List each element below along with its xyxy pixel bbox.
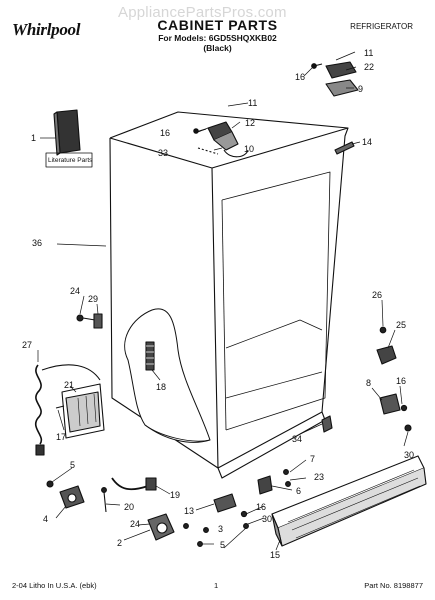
bottom-clip [321, 415, 333, 433]
callout-13: 13 [184, 506, 194, 516]
callout-36: 36 [32, 238, 42, 248]
page-title: CABINET PARTS [157, 17, 278, 33]
callout-21: 21 [64, 380, 74, 390]
callout-8: 8 [366, 378, 371, 388]
print-info: 2-04 Litho In U.S.A. (ebk) [12, 581, 97, 590]
literature-booklet [45, 109, 93, 168]
callout-numbers: 1 2 3 4 5 5 6 7 8 9 10 11 11 12 13 14 15… [22, 48, 414, 560]
whirlpool-logo: Whirlpool [12, 20, 81, 39]
callout-1: 1 [31, 133, 36, 143]
callout-5a: 5 [70, 460, 75, 470]
callout-29: 29 [88, 294, 98, 304]
callout-10: 10 [244, 144, 254, 154]
top-hinge-left [193, 121, 249, 158]
callout-14: 14 [362, 137, 372, 147]
part-number: Part No. 8198877 [364, 581, 423, 590]
callout-20: 20 [124, 502, 134, 512]
callout-33: 33 [158, 148, 168, 158]
rear-roller [147, 513, 189, 541]
callout-18: 18 [156, 382, 166, 392]
bottom-hinge-right [376, 326, 397, 365]
callout-2: 2 [117, 538, 122, 548]
callout-23: 23 [314, 472, 324, 482]
left-bracket-screws [76, 313, 103, 329]
wire-harness [101, 477, 157, 513]
callout-16a: 16 [295, 72, 305, 82]
callout-leaders [37, 51, 409, 551]
callout-16c: 16 [396, 376, 406, 386]
callout-4: 4 [43, 514, 48, 524]
callout-16b: 16 [160, 128, 170, 138]
front-roller-left [46, 480, 85, 509]
callout-3: 3 [218, 524, 223, 534]
toe-grille [271, 455, 427, 547]
model-number: For Models: 6GD5SHQXKB02 [158, 33, 277, 43]
callout-12: 12 [245, 118, 255, 128]
page-number: 1 [214, 581, 219, 590]
callout-17: 17 [56, 432, 66, 442]
callout-9: 9 [358, 84, 363, 94]
callout-22: 22 [364, 62, 374, 72]
center-bracket [197, 493, 249, 547]
watermark-text: AppliancePartsPros.com [118, 4, 287, 21]
top-hinge-right [311, 61, 359, 97]
callout-26: 26 [372, 290, 382, 300]
callout-24b: 24 [130, 519, 140, 529]
callout-5b: 5 [220, 540, 225, 550]
callout-15: 15 [270, 550, 280, 560]
power-cord [34, 364, 101, 456]
literature-parts-label: Literature Parts [48, 157, 93, 164]
cabinet-shell [109, 111, 349, 479]
callout-34: 34 [292, 434, 302, 444]
callout-7: 7 [310, 454, 315, 464]
callout-30b: 30 [262, 514, 272, 524]
callout-19: 19 [170, 490, 180, 500]
inner-post [145, 341, 155, 371]
cover-bracket [334, 141, 355, 155]
grille-mount-bracket [257, 469, 291, 495]
appliance-category: REFRIGERATOR [350, 22, 413, 31]
callout-16d: 16 [256, 502, 266, 512]
model-finish: (Black) [203, 43, 232, 53]
callout-24a: 24 [70, 286, 80, 296]
callout-11a: 11 [248, 98, 257, 108]
callout-25: 25 [396, 320, 406, 330]
callout-30a: 30 [404, 450, 414, 460]
control-box [55, 383, 105, 439]
callout-6: 6 [296, 486, 301, 496]
callout-27: 27 [22, 340, 32, 350]
callout-11b: 11 [364, 48, 373, 58]
leveling-bracket-right [379, 393, 412, 432]
